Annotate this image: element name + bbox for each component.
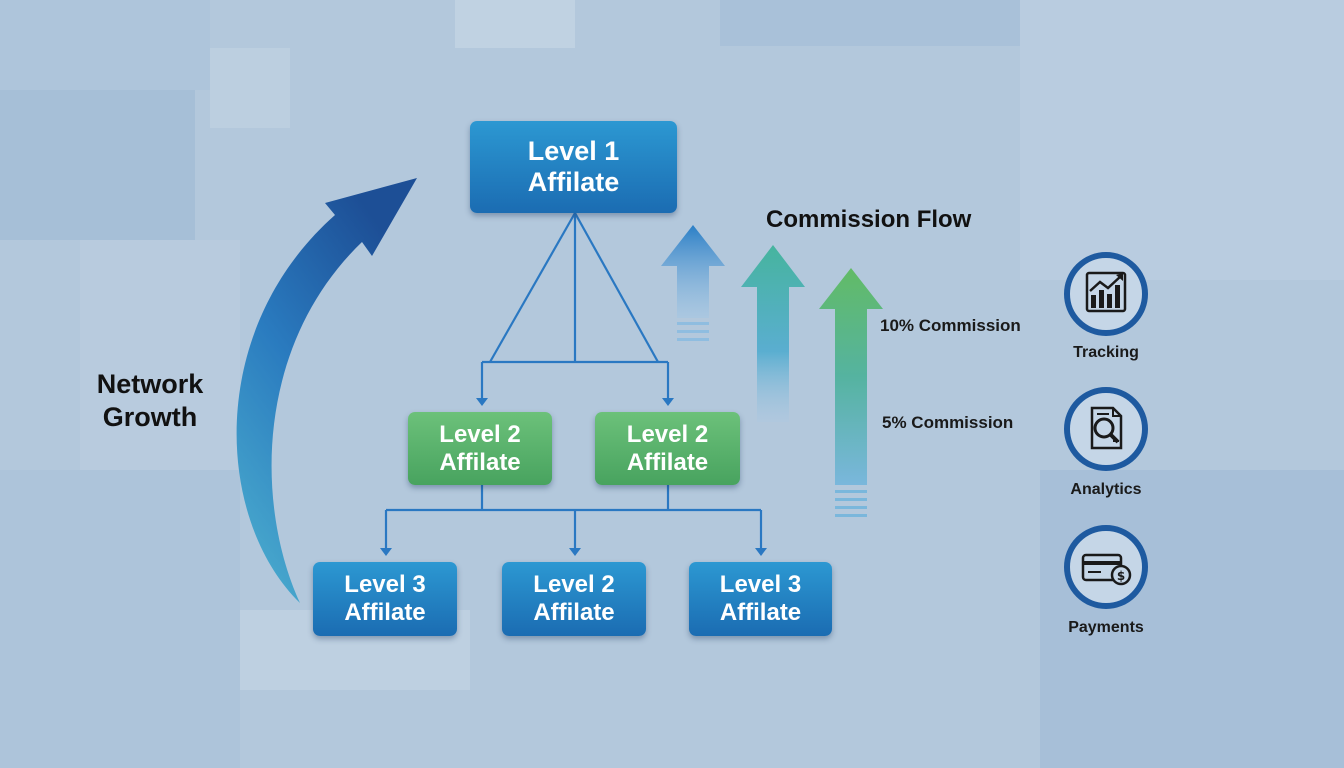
network-growth-label: Network Growth: [80, 368, 220, 434]
credit-card-dollar-icon: $: [1064, 525, 1148, 609]
background-tile: [455, 0, 575, 48]
commission-arrow-blue: [661, 225, 725, 341]
growth-chart-icon: [1064, 252, 1148, 336]
node-line2: Affilate: [439, 448, 521, 476]
node-line2: Affilate: [533, 599, 615, 626]
node-line2: Affilate: [527, 167, 620, 197]
commission-rate-10: 10% Commission: [880, 316, 1021, 335]
node-line1: Level 2: [626, 420, 709, 448]
commission-rate-5: 5% Commission: [882, 413, 1014, 432]
background-tile: [1020, 0, 1344, 280]
network-growth-line2: Growth: [102, 401, 198, 432]
background-tile: [80, 240, 240, 470]
node-line1: Level 3: [719, 571, 802, 599]
document-magnifier-icon: [1064, 387, 1148, 471]
analytics-feature: [1063, 386, 1149, 472]
node-line1: Level 2: [533, 571, 615, 599]
node-line1: Level 2: [439, 420, 521, 448]
node-line1: Level 1: [527, 135, 620, 166]
node-line2: Affilate: [344, 599, 426, 626]
commission-flow-title: Commission Flow: [766, 206, 972, 233]
node-line2: Affilate: [719, 599, 802, 626]
payments-feature: $: [1063, 524, 1149, 610]
network-growth-line1: Network: [96, 369, 204, 399]
tracking-label: Tracking: [1073, 344, 1139, 361]
network-growth-arrow: [236, 178, 417, 603]
background-tile: [720, 0, 1020, 46]
tree-connectors: [384, 212, 763, 552]
background-tile: [1040, 470, 1344, 768]
background-tile: [0, 90, 195, 240]
payments-label: Payments: [1068, 619, 1144, 636]
analytics-label: Analytics: [1070, 481, 1142, 498]
node-line2: Affilate: [626, 448, 709, 476]
background-tile: [0, 0, 210, 90]
tracking-feature: [1063, 251, 1149, 337]
commission-arrow-teal: [741, 245, 805, 422]
node-line1: Level 3: [344, 571, 426, 599]
background-tile: [210, 48, 290, 128]
background-tile: [0, 470, 240, 768]
svg-text:$: $: [1117, 569, 1125, 583]
commission-arrow-green: [819, 268, 883, 517]
connector-arrowheads: [380, 398, 767, 556]
